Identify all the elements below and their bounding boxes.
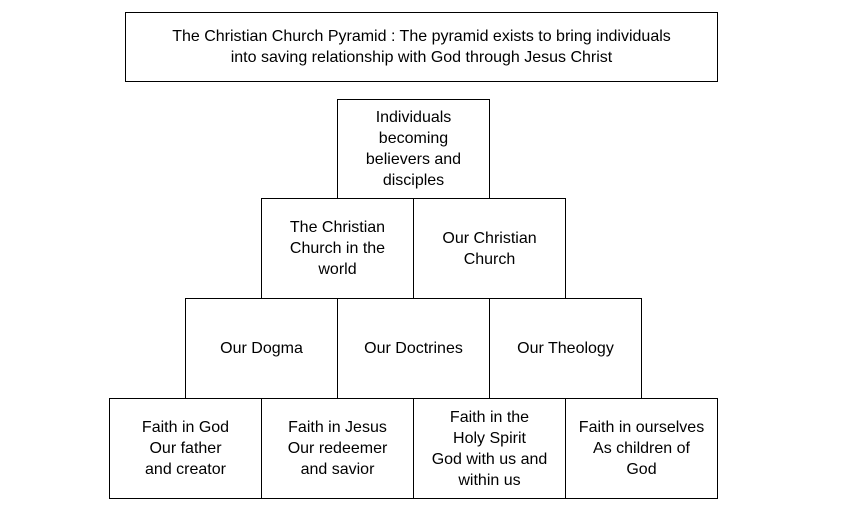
box-faith-ourselves: Faith in ourselves As children of God <box>565 398 718 499</box>
box-christian-church-world: The Christian Church in the world <box>261 198 414 299</box>
title-box: The Christian Church Pyramid : The pyram… <box>125 12 718 82</box>
box-faith-jesus: Faith in Jesus Our redeemer and savior <box>261 398 414 499</box>
box-doctrines: Our Doctrines <box>337 298 490 399</box>
box-dogma: Our Dogma <box>185 298 338 399</box>
box-our-christian-church: Our Christian Church <box>413 198 566 299</box>
box-faith-god: Faith in God Our father and creator <box>109 398 262 499</box>
box-individuals: Individuals becoming believers and disci… <box>337 99 490 199</box>
box-faith-holy-spirit: Faith in the Holy Spirit God with us and… <box>413 398 566 499</box>
box-theology: Our Theology <box>489 298 642 399</box>
